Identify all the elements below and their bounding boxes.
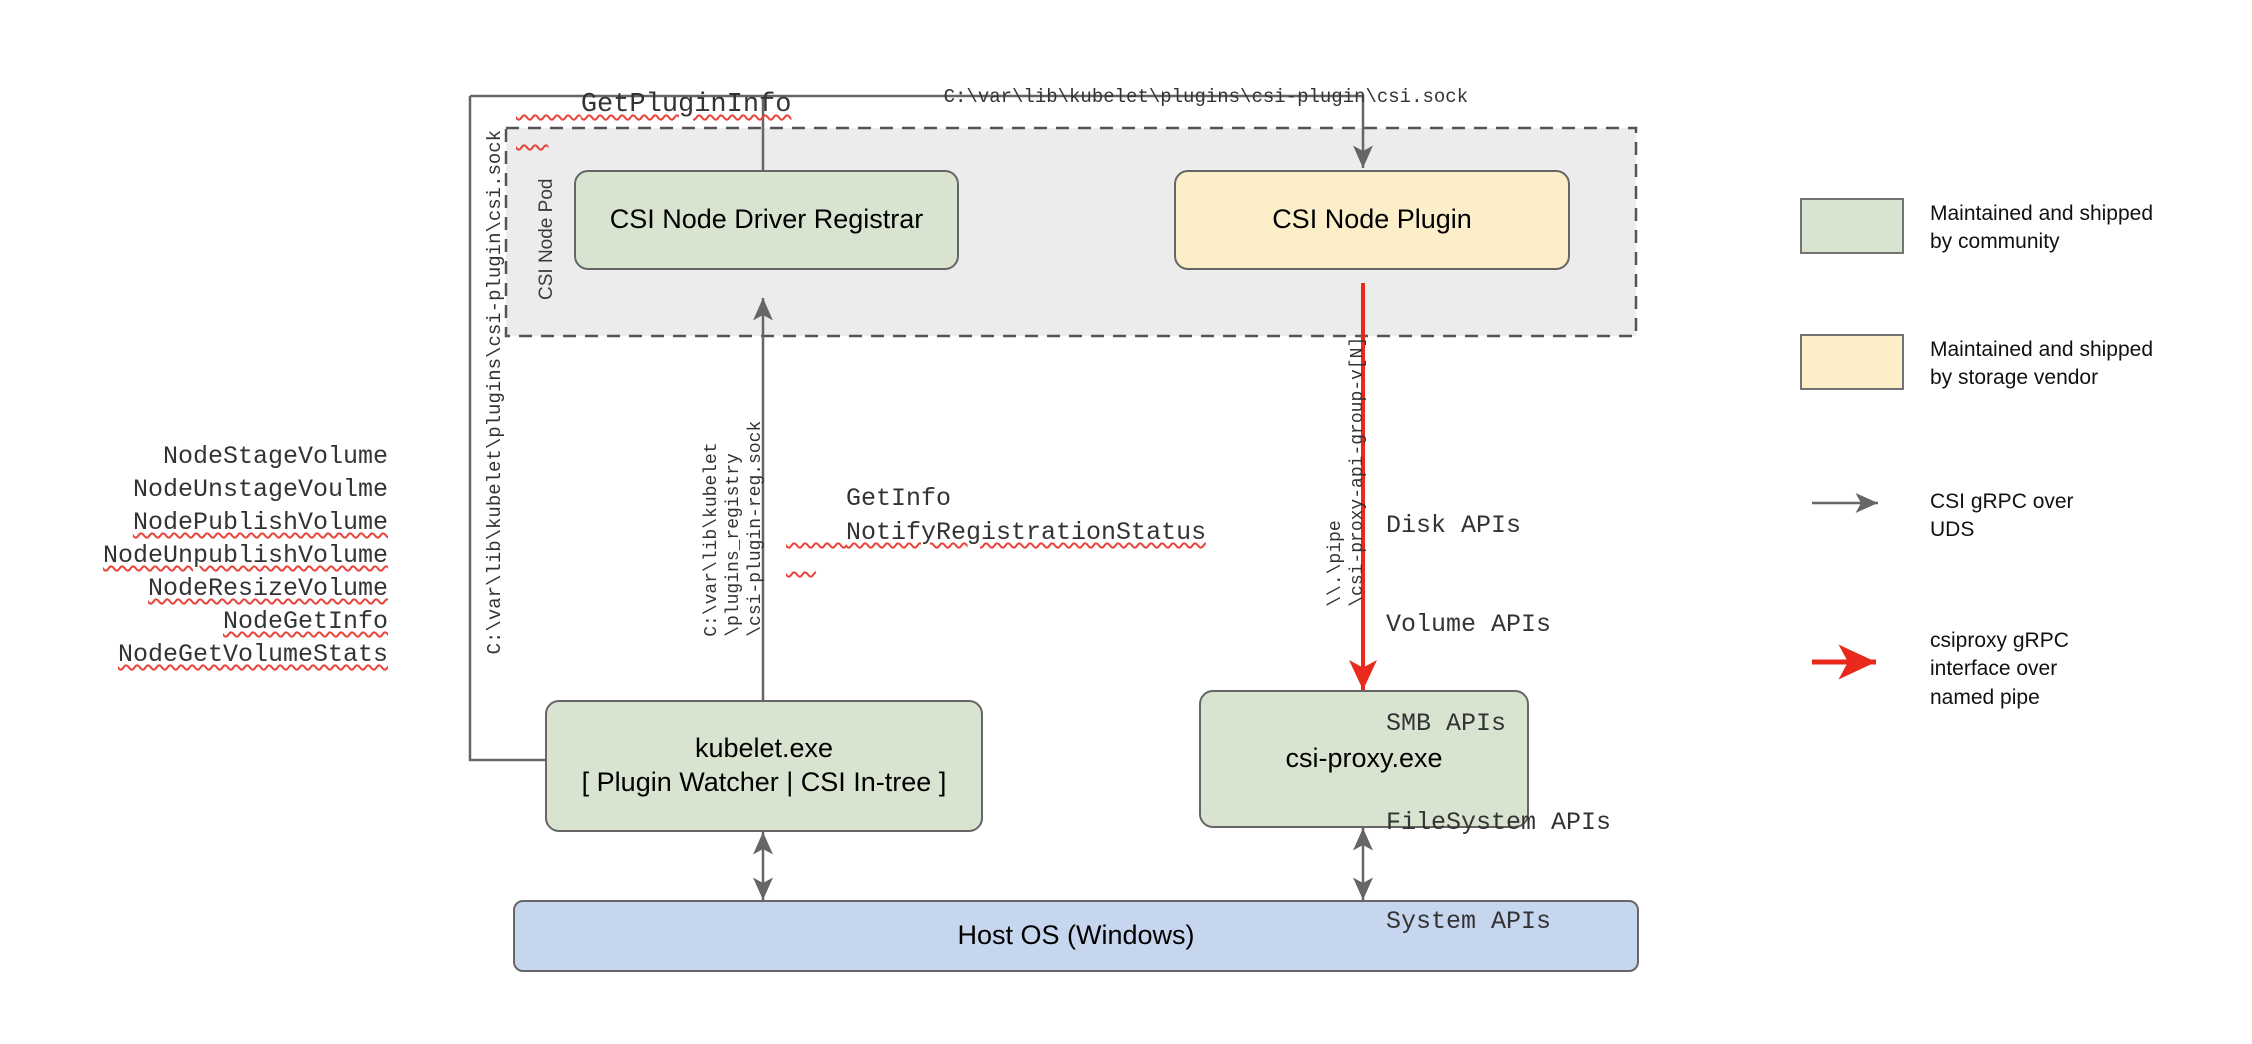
node-kubelet-label-line1: kubelet.exe [694, 733, 834, 764]
label-named-pipe-line2: \csi-proxy-api-group-v[N] [1348, 336, 1368, 607]
node-host-os-label: Host OS (Windows) [957, 920, 1195, 951]
call-list-item: NodeGetInfo [222, 607, 388, 636]
api-list-item: Volume APIs [1386, 610, 1552, 639]
call-list-item: NodeUnpublishVolume [102, 541, 388, 570]
edge-get-plugin-info-top [470, 94, 1373, 168]
api-list-item: FileSystem APIs [1386, 808, 1612, 837]
node-registrar-label: CSI Node Driver Registrar [609, 204, 924, 235]
legend-label-community: Maintained and shipped by community [1930, 202, 2154, 254]
call-list-item: NodePublishVolume [132, 508, 388, 537]
api-list-item: SMB APIs [1386, 709, 1507, 738]
label-csi-sock-path-left: C:\var\lib\kubelet\plugins\csi-plugin\cs… [484, 129, 506, 655]
label-get-plugin-info: GetPluginInfo [580, 90, 792, 120]
csi-node-pod-label: CSI Node Pod [536, 178, 557, 300]
edge-get-plugin-info [468, 96, 545, 762]
label-notify-registration-status: NotifyRegistrationStatus [846, 518, 1207, 547]
call-list-item: NodeUnstageVoulme [132, 475, 388, 504]
legend-label-csiproxy-named-pipe: csiproxy gRPC interface over named pipe [1930, 629, 2069, 709]
node-host-os[interactable]: Host OS (Windows) [513, 900, 1639, 972]
node-service-call-list: NodeStageVolume NodeUnstageVoulme NodePu… [98, 440, 388, 671]
call-list-item: NodeResizeVolume [147, 574, 388, 603]
label-reg-sock-path-line3: \csi-plugin-reg.sock [746, 420, 766, 637]
legend-label-csi-grpc-uds: CSI gRPC over UDS [1930, 490, 2074, 542]
call-list-item: NodeGetVolumeStats [117, 640, 388, 669]
node-csi-proxy-exe[interactable]: csi-proxy.exe [1199, 690, 1529, 828]
node-csi-node-plugin-label: CSI Node Plugin [1272, 204, 1472, 235]
legend-swatch-vendor [1800, 334, 1904, 390]
node-kubelet-label-line2: [ Plugin Watcher | CSI In-tree ] [581, 767, 947, 797]
csi-proxy-api-list: Disk APIs Volume APIs SMB APIs FileSyste… [1386, 443, 1611, 1004]
node-csi-node-driver-registrar[interactable]: CSI Node Driver Registrar [574, 170, 959, 270]
legend-label-vendor: Maintained and shipped by storage vendor [1930, 338, 2154, 390]
node-csi-proxy-label: csi-proxy.exe [1285, 743, 1443, 774]
node-kubelet-exe[interactable]: kubelet.exe [ Plugin Watcher | CSI In-tr… [545, 700, 983, 832]
node-csi-node-plugin[interactable]: CSI Node Plugin [1174, 170, 1570, 270]
label-get-info: GetInfo [846, 484, 952, 513]
api-list-item: Disk APIs [1386, 511, 1522, 540]
api-list-item: System APIs [1386, 907, 1552, 936]
legend-swatch-community [1800, 198, 1904, 254]
call-list-item: NodeStageVolume [162, 442, 388, 471]
label-csi-sock-path-top: C:\var\lib\kubelet\plugins\csi-plugin\cs… [943, 86, 1469, 108]
